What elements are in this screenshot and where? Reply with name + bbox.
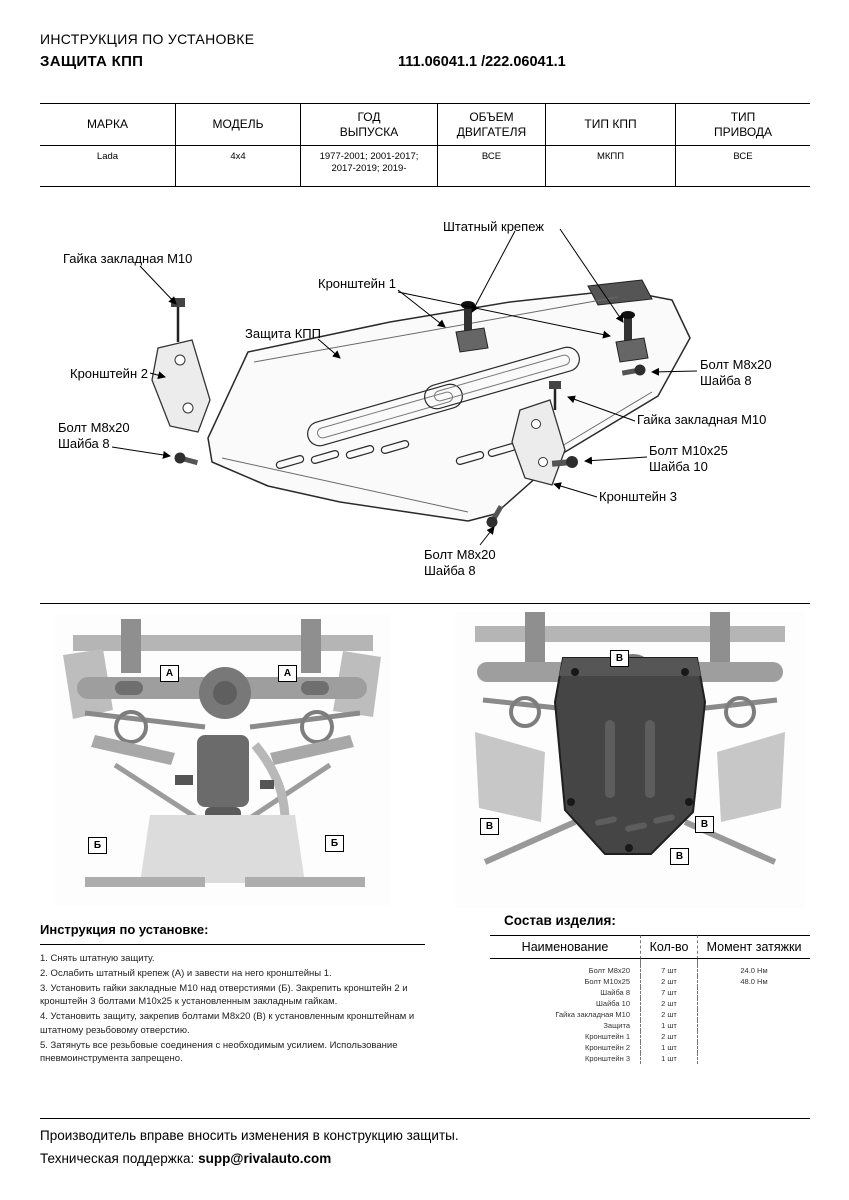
callout-bolt-m10: Болт М10х25 Шайба 10: [649, 443, 728, 475]
support-line: Техническая поддержка: supp@rivalauto.co…: [40, 1151, 331, 1166]
part-name: Кронштейн 3: [585, 1054, 630, 1063]
instruction-step-3: 3. Установить гайки закладные М10 над от…: [40, 983, 408, 1008]
part-qty: 2 шт: [640, 976, 697, 987]
document-type-title: ИНСТРУКЦИЯ ПО УСТАНОВКЕ: [40, 31, 255, 47]
factory-fastener-right: [615, 311, 649, 363]
part-name: Гайка закладная М10: [555, 1010, 630, 1019]
parts-header-qty: Кол-во: [640, 935, 697, 959]
parts-list-title: Состав изделия:: [504, 913, 616, 928]
callout-bolt-m8-left: Болт М8х20 Шайба 8: [58, 420, 130, 452]
spec-header-brand: МАРКА: [40, 104, 175, 146]
instruction-step-4: 4. Установить защиту, закрепив болтами М…: [40, 1011, 415, 1036]
photo-after-installation: [455, 612, 805, 913]
parts-header-torque: Момент затяжки: [697, 935, 810, 959]
part-qty: 2 шт: [640, 998, 697, 1009]
instruction-step-2: 2. Ослабить штатный крепеж (А) и завести…: [40, 968, 332, 980]
part-torque: 24.0 Нм: [697, 965, 810, 976]
divider-above-photos: [40, 603, 810, 604]
part-torque: [697, 1053, 810, 1064]
marker-V-1: В: [610, 650, 629, 667]
marker-V-2: В: [480, 818, 499, 835]
spec-value-brand: Lada: [96, 151, 119, 162]
part-qty: 1 шт: [640, 1053, 697, 1064]
part-qty: 2 шт: [640, 1009, 697, 1020]
part-name: Шайба 8: [600, 988, 630, 997]
vehicle-spec-table: МАРКА МОДЕЛЬ ГОД ВЫПУСКА ОБЪЕМ ДВИГАТЕЛЯ…: [40, 103, 810, 187]
part-name: Болт М10х25: [584, 977, 630, 986]
bracket-3-drawing: [511, 381, 566, 486]
bolt-m8-left-icon: [174, 452, 199, 466]
part-qty: 1 шт: [640, 1042, 697, 1053]
part-torque: [697, 1009, 810, 1020]
marker-B-1: Б: [88, 837, 107, 854]
callout-leader-lines: [111, 228, 698, 546]
photo-before-installation: [55, 615, 390, 910]
parts-list-section: Состав изделия: Наименование Кол-во Моме…: [490, 913, 810, 1064]
callout-bracket-3: Кронштейн 3: [599, 489, 677, 504]
spec-value-engine: ВСЕ: [437, 146, 545, 186]
part-qty: 7 шт: [640, 987, 697, 998]
callout-plate: Защита КПП: [245, 326, 321, 341]
part-name: Шайба 10: [596, 999, 630, 1008]
part-name: Кронштейн 1: [585, 1032, 630, 1041]
spec-header-drive: ТИП ПРИВОДА: [675, 104, 810, 146]
bolt-m8-bottom-icon: [486, 505, 504, 528]
part-name: Кронштейн 2: [585, 1043, 630, 1052]
part-torque: [697, 987, 810, 998]
support-email-link[interactable]: supp@rivalauto.com: [198, 1151, 332, 1166]
parts-list-table: Наименование Кол-во Момент затяжки Болт …: [490, 935, 810, 1064]
part-name: Защита: [603, 1021, 630, 1030]
instruction-step-5: 5. Затянуть все резьбовые соединения с н…: [40, 1039, 398, 1064]
spec-value-gearbox: МКПП: [545, 146, 675, 186]
callout-embedded-nut-left: Гайка закладная М10: [63, 251, 193, 266]
spec-value-model: 4x4: [175, 146, 300, 186]
instruction-step-1: 1. Снять штатную защиту.: [40, 953, 155, 964]
part-qty: 1 шт: [640, 1020, 697, 1031]
spec-value-drive: ВСЕ: [675, 146, 810, 186]
installation-instructions: Инструкция по установке: 1. Снять штатну…: [40, 922, 425, 1067]
bolt-m8-right-icon: [621, 364, 646, 376]
marker-B-2: Б: [325, 835, 344, 852]
part-qty: 2 шт: [640, 1031, 697, 1042]
bolt-m10-icon: [551, 456, 578, 468]
bracket-2-drawing: [151, 298, 211, 433]
instructions-title: Инструкция по установке:: [40, 922, 209, 937]
marker-V-3: В: [695, 816, 714, 833]
parts-header-name: Наименование: [490, 935, 640, 959]
callout-bolt-m8-right: Болт М8х20 Шайба 8: [700, 357, 772, 389]
footer-divider: [40, 1118, 810, 1119]
spec-header-year: ГОД ВЫПУСКА: [300, 104, 437, 146]
support-label: Техническая поддержка:: [40, 1151, 195, 1166]
part-torque: [697, 1042, 810, 1053]
part-numbers: 111.06041.1 /222.06041.1: [398, 54, 566, 70]
callout-bolt-m8-bottom: Болт М8х20 Шайба 8: [424, 547, 496, 579]
part-torque: 48.0 Нм: [697, 976, 810, 987]
callout-bracket-2: Кронштейн 2: [70, 366, 148, 381]
chassis-shapes: [63, 619, 381, 887]
callout-bracket-1: Кронштейн 1: [318, 276, 396, 291]
instructions-divider: [40, 944, 425, 945]
part-torque: [697, 1031, 810, 1042]
marker-A-1: А: [160, 665, 179, 682]
marker-A-2: А: [278, 665, 297, 682]
callout-embedded-nut-right: Гайка закладная М10: [637, 412, 767, 427]
part-qty: 7 шт: [640, 965, 697, 976]
manufacturer-note: Производитель вправе вносить изменения в…: [40, 1128, 459, 1143]
callout-factory-fastener: Штатный крепеж: [443, 219, 544, 234]
exploded-view-diagram: [111, 228, 698, 546]
part-torque: [697, 1020, 810, 1031]
part-name: Болт М8х20: [588, 966, 630, 975]
installed-plate-shape: [553, 657, 707, 855]
marker-V-4: В: [670, 848, 689, 865]
skid-plate-drawing: [207, 279, 691, 522]
product-title: ЗАЩИТА КПП: [40, 53, 144, 70]
spec-header-engine: ОБЪЕМ ДВИГАТЕЛЯ: [437, 104, 545, 146]
spec-header-gearbox: ТИП КПП: [545, 104, 675, 146]
spec-header-model: МОДЕЛЬ: [175, 104, 300, 146]
part-torque: [697, 998, 810, 1009]
spec-value-year: 1977-2001; 2001-2017; 2017-2019; 2019-: [300, 146, 437, 186]
